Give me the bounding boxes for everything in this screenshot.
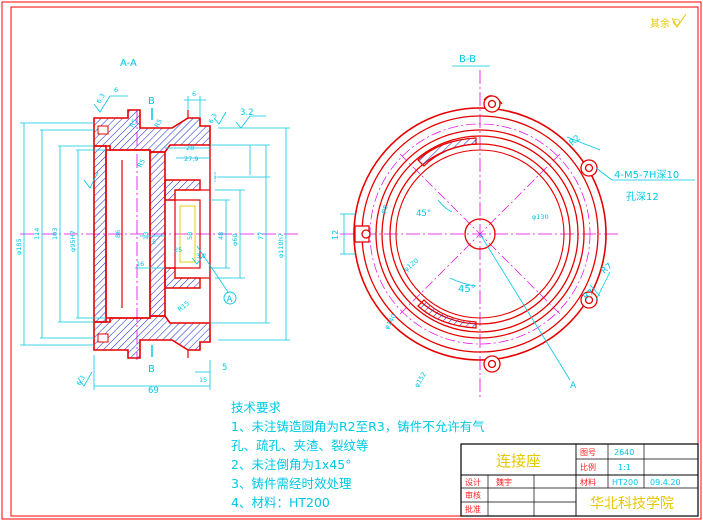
dim-phi8: φ8	[379, 204, 390, 215]
section-view-bb: B-B	[331, 54, 695, 400]
dim-69: 69	[148, 386, 159, 396]
hatch-inner-web	[149, 151, 166, 317]
label-scale: 比例	[580, 462, 596, 472]
dim-phi130: φ130	[532, 213, 549, 221]
dim-5-right: 5	[222, 363, 227, 373]
dim-60: φ60	[231, 233, 239, 246]
dim-58: 58	[186, 232, 194, 240]
part-name: 连接座	[496, 452, 541, 470]
dim-77: 77	[257, 232, 265, 240]
dim-27: 27.9	[184, 155, 198, 163]
notes-line-4: 3、铸件需经时效处理	[231, 476, 352, 491]
section-a-circle	[223, 291, 237, 305]
dim-28: 28	[186, 144, 194, 152]
corner-roughness-label: 其余	[650, 17, 670, 30]
date-value: 09.4.20	[650, 478, 681, 487]
roughness-circle-icon	[673, 18, 680, 26]
label-design: 设计	[465, 477, 481, 487]
dim-6-right: 6	[192, 90, 196, 98]
section-a-label: A	[227, 295, 233, 305]
drawing-no: 2640	[614, 448, 634, 457]
school-name: 华北科技学院	[590, 496, 674, 512]
scale-value: 1:1	[618, 463, 631, 472]
hatch-boss-bottom	[164, 267, 201, 289]
designer-name: 魏宇	[496, 477, 512, 487]
hatch-boss-top	[164, 179, 201, 201]
hatch-slot-upper	[417, 137, 477, 167]
hole-depth-callout: 孔深12	[626, 191, 659, 203]
notes-line-3: 2、未注倒角为1x45°	[231, 457, 352, 472]
dim-32-low: 3.2	[196, 252, 206, 260]
hatch-left-wall	[93, 145, 107, 323]
dim-15: 15	[199, 376, 207, 384]
section-b-top: B	[148, 96, 155, 107]
title-block	[460, 443, 699, 517]
label-check: 审核	[465, 490, 481, 500]
dim-12: 12	[331, 230, 340, 240]
cut-a-label: A	[570, 381, 577, 391]
dim-32-top: 3.2	[240, 108, 254, 118]
label-approve: 批准	[465, 504, 481, 514]
dim-ra-top: 6.3	[95, 92, 107, 105]
dim-phi152: φ152	[413, 371, 428, 389]
material-value: HT200	[612, 478, 638, 487]
outer-circle	[353, 107, 607, 361]
dim-r5-b: R5	[153, 118, 164, 129]
dim-r5-c: R5	[136, 158, 147, 169]
hatch-slot-lower	[417, 299, 477, 329]
dim-13: 13	[142, 232, 150, 240]
dim-86: 86	[114, 230, 122, 238]
dim-95: φ95H7	[69, 230, 77, 252]
dim-16: 16	[136, 260, 144, 268]
dim-114: 114	[33, 228, 41, 240]
dim-48: 48	[217, 232, 225, 240]
dim-185: φ185	[15, 238, 23, 255]
view-bb-label: B-B	[459, 54, 476, 65]
dim-63-right: 6.3	[207, 112, 219, 125]
section-view-aa: A-A B B	[15, 58, 300, 396]
notes-line-2: 孔、疏孔、夹渣、裂纹等	[231, 438, 369, 453]
dim-r5: R5	[128, 118, 139, 129]
thread-callout: 4-M5-7H深10	[614, 169, 679, 181]
dim-6-top: 6	[114, 86, 118, 94]
notes-heading: 技术要求	[231, 400, 282, 415]
label-drawing-no: 图号	[580, 448, 596, 457]
dim-103: 103	[51, 228, 59, 240]
dim-r15: R15	[176, 299, 191, 313]
dim-63-bottom: 6.3	[75, 374, 87, 387]
center-bore	[464, 218, 496, 250]
angle-upper: 45°	[416, 209, 431, 219]
dim-5-small: 5	[152, 238, 156, 246]
technical-requirements: 技术要求 1、未注铸造圆角为R2至R3，铸件不允许有气 孔、疏孔、夹渣、裂纹等 …	[231, 398, 485, 512]
dim-phi-110: φ110h7	[277, 233, 285, 258]
notes-line-5: 4、材料：HT200	[231, 495, 330, 510]
dim-phi120: φ120	[402, 257, 420, 274]
inner-border	[10, 6, 699, 517]
section-b-bottom: B	[148, 364, 155, 375]
label-material: 材料	[580, 477, 596, 487]
angle-lower: 45°	[458, 284, 476, 295]
dim-25: 25	[174, 246, 182, 254]
view-aa-label: A-A	[120, 58, 137, 69]
notes-line-1: 1、未注铸造圆角为R2至R3，铸件不允许有气	[231, 419, 485, 434]
